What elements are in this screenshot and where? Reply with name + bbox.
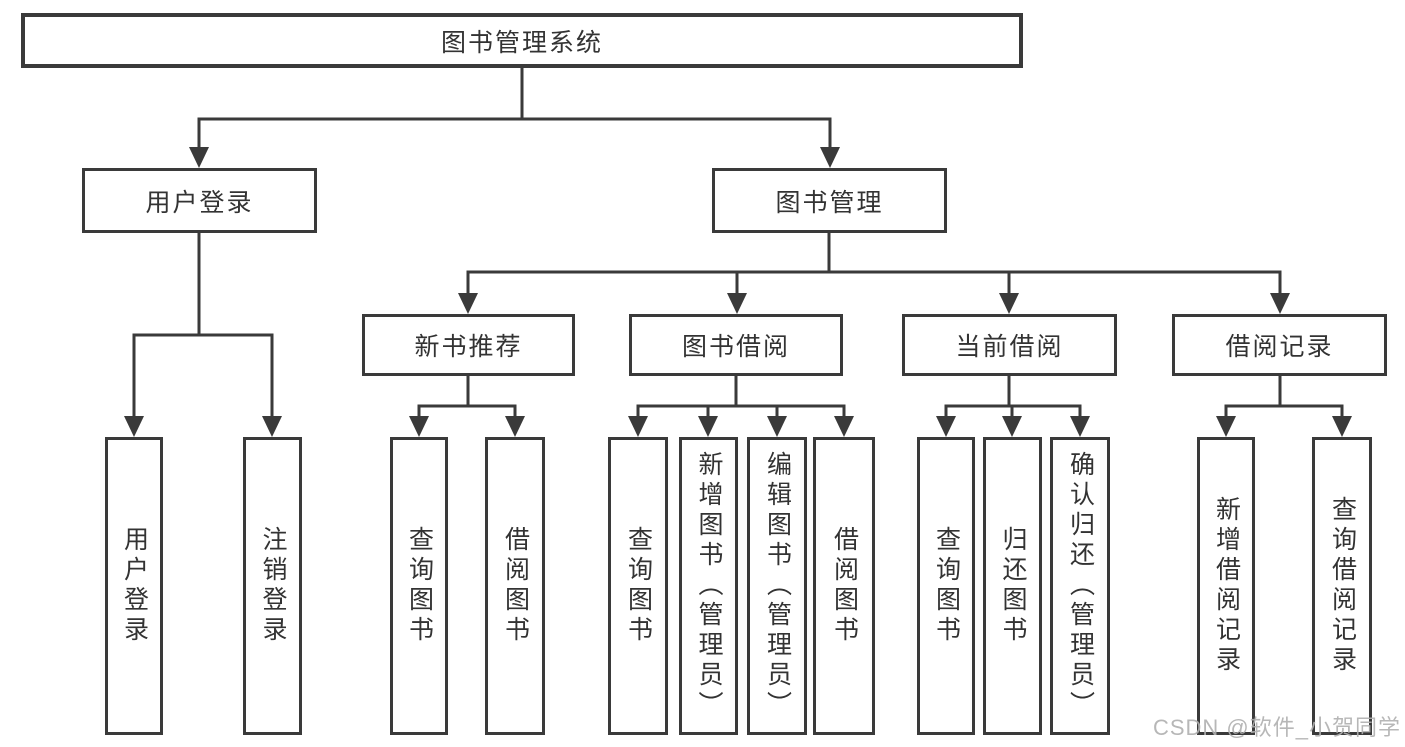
node-label: 图书借阅 <box>681 333 790 361</box>
node-label: 图书管理系统 <box>440 28 603 57</box>
arrow-down-icon <box>628 416 648 437</box>
node-library-management-system: 图书管理系统 <box>21 13 1023 68</box>
connector <box>124 233 282 437</box>
leaf-confirm-return-admin: 确认归还（管理员） <box>1050 437 1110 735</box>
leaf-label: 确认归还（管理员） <box>1066 451 1095 721</box>
leaf-label: 编辑图书（管理员） <box>763 451 792 721</box>
arrow-down-icon <box>936 416 956 437</box>
leaf-label: 查询借阅记录 <box>1328 496 1357 676</box>
leaf-label: 归还图书 <box>999 526 1027 646</box>
arrow-down-icon <box>1332 416 1352 437</box>
node-user-login: 用户登录 <box>82 168 317 233</box>
leaf-label: 查询图书 <box>624 526 653 646</box>
leaf-query-books-current: 查询图书 <box>917 437 975 735</box>
leaf-return-books: 归还图书 <box>983 437 1042 735</box>
leaf-edit-book-admin: 编辑图书（管理员） <box>747 437 807 735</box>
leaf-label: 注销登录 <box>259 526 287 646</box>
arrow-down-icon <box>727 293 747 314</box>
arrow-down-icon <box>409 416 429 437</box>
node-label: 当前借阅 <box>955 333 1064 361</box>
leaf-label: 新增图书（管理员） <box>695 451 723 721</box>
leaf-logout: 注销登录 <box>243 437 302 735</box>
leaf-borrow-books-recommend: 借阅图书 <box>485 437 545 735</box>
arrow-down-icon <box>189 147 209 168</box>
connector <box>189 68 840 168</box>
connector <box>628 376 854 437</box>
leaf-label: 借阅图书 <box>501 526 530 646</box>
leaf-add-borrow-record: 新增借阅记录 <box>1197 437 1255 735</box>
node-label: 借阅记录 <box>1225 333 1334 361</box>
arrow-down-icon <box>999 293 1019 314</box>
connector <box>409 376 525 437</box>
node-book-borrowing: 图书借阅 <box>629 314 843 376</box>
arrow-down-icon <box>698 416 718 437</box>
node-label: 用户登录 <box>145 188 254 217</box>
leaf-user-login: 用户登录 <box>105 437 163 735</box>
arrow-down-icon <box>458 293 478 314</box>
node-current-borrowing: 当前借阅 <box>902 314 1117 376</box>
connector <box>458 233 1290 314</box>
leaf-query-books-recommend: 查询图书 <box>390 437 448 735</box>
arrow-down-icon <box>262 416 282 437</box>
leaf-borrow-books: 借阅图书 <box>813 437 875 735</box>
node-label: 新书推荐 <box>414 333 523 361</box>
connector <box>1216 376 1352 437</box>
csdn-watermark: CSDN @软件_小贺同学 <box>1152 715 1401 740</box>
leaf-label: 查询图书 <box>932 526 961 646</box>
leaf-label: 新增借阅记录 <box>1212 496 1241 676</box>
leaf-query-borrow-record: 查询借阅记录 <box>1312 437 1372 735</box>
arrow-down-icon <box>820 147 840 168</box>
node-book-management: 图书管理 <box>712 168 947 233</box>
arrow-down-icon <box>1216 416 1236 437</box>
leaf-label: 用户登录 <box>120 526 149 646</box>
arrow-down-icon <box>124 416 144 437</box>
leaf-label: 借阅图书 <box>830 526 859 646</box>
arrow-down-icon <box>834 416 854 437</box>
arrow-down-icon <box>505 416 525 437</box>
arrow-down-icon <box>1270 293 1290 314</box>
node-new-book-recommend: 新书推荐 <box>362 314 575 376</box>
arrow-down-icon <box>767 416 787 437</box>
leaf-query-books-borrowing: 查询图书 <box>608 437 668 735</box>
node-label: 图书管理 <box>775 188 884 217</box>
arrow-down-icon <box>1070 416 1090 437</box>
arrow-down-icon <box>1002 416 1022 437</box>
leaf-label: 查询图书 <box>405 526 434 646</box>
leaf-add-book-admin: 新增图书（管理员） <box>679 437 738 735</box>
node-borrowing-records: 借阅记录 <box>1172 314 1387 376</box>
connector <box>936 376 1090 437</box>
